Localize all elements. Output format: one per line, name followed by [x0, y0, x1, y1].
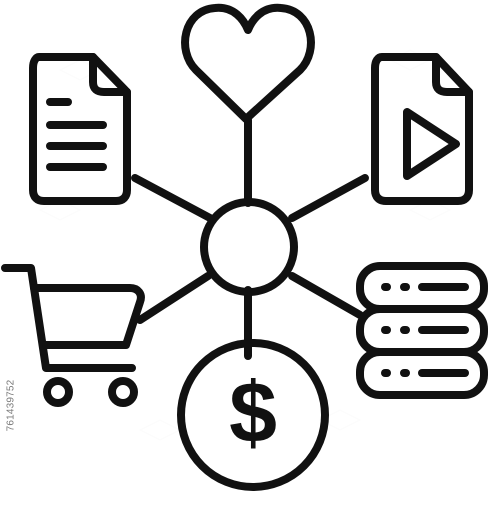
connector-cart	[136, 272, 212, 324]
shopping-cart-icon	[1, 264, 145, 407]
hub-node-icon	[200, 198, 298, 296]
connector-video-file	[288, 174, 369, 222]
dollar-symbol: $	[229, 365, 277, 461]
heart-icon	[181, 3, 315, 123]
dollar-coin-icon	[177, 339, 329, 491]
connector-server	[288, 272, 364, 319]
connector-document	[131, 174, 214, 222]
server-icon	[356, 262, 488, 399]
video-file-icon	[371, 53, 473, 205]
document-icon	[29, 53, 131, 205]
